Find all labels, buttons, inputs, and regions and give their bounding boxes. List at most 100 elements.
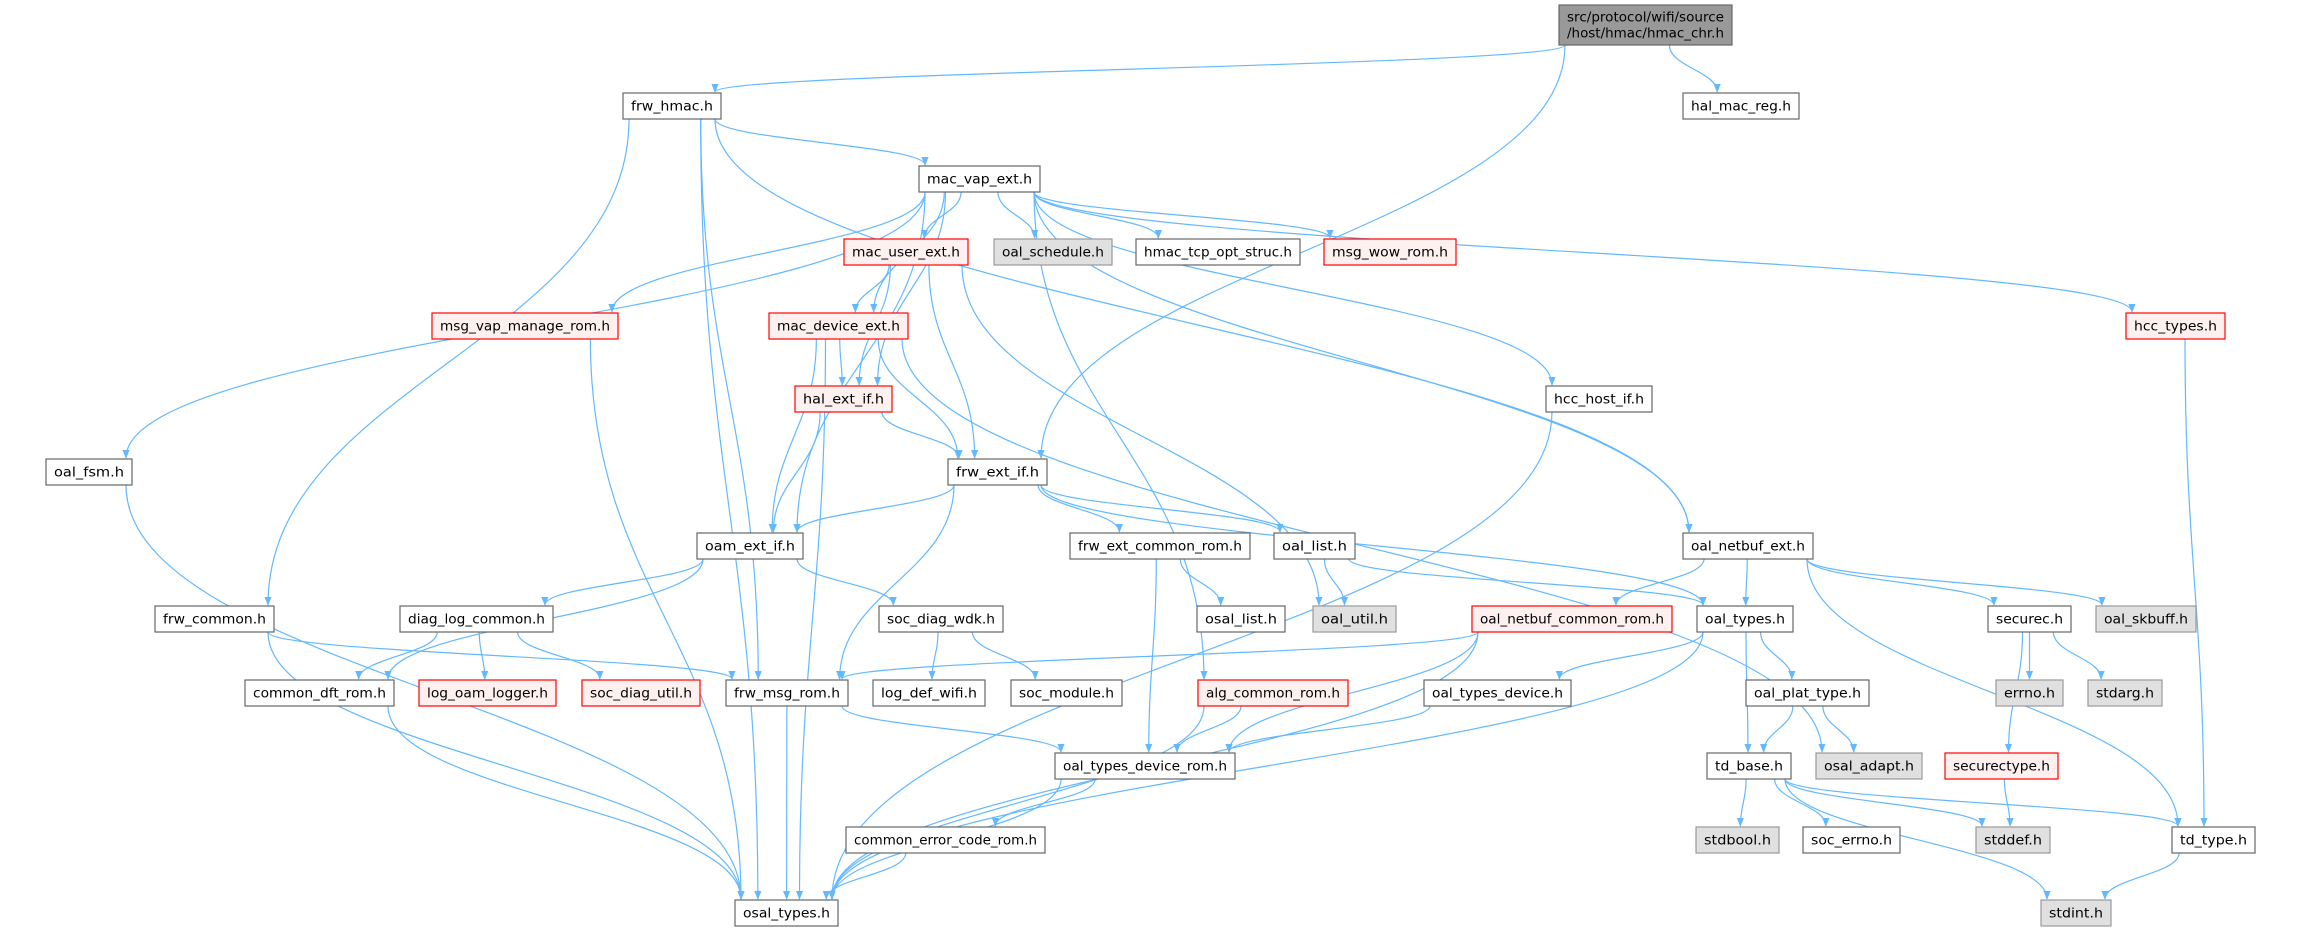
- node-mac-user-ext[interactable]: mac_user_ext.h: [843, 238, 969, 266]
- node-hal-mac-reg[interactable]: hal_mac_reg.h: [1682, 92, 1800, 120]
- node-label: alg_common_rom.h: [1206, 687, 1340, 702]
- node-box: [2171, 826, 2256, 854]
- node-frw-hmac[interactable]: frw_hmac.h: [622, 92, 722, 120]
- node-common-error-code-rom[interactable]: common_error_code_rom.h: [845, 826, 1046, 854]
- node-frw-ext-common-rom[interactable]: frw_ext_common_rom.h: [1069, 532, 1251, 560]
- node-box: [878, 605, 1004, 633]
- node-common-dft-rom[interactable]: common_dft_rom.h: [244, 679, 395, 707]
- node-label: td_base.h: [1715, 760, 1783, 775]
- node-hcc-types[interactable]: hcc_types.h: [2125, 312, 2226, 340]
- node-stdbool[interactable]: stdbool.h: [1695, 826, 1780, 854]
- node-errno[interactable]: errno.h: [1995, 679, 2064, 707]
- edge-frw_common-to-frw_msg_rom: [267, 631, 736, 680]
- node-osal-types[interactable]: osal_types.h: [734, 899, 839, 927]
- edge-td_type-to-stdint: [2101, 852, 2180, 900]
- node-label: osal_list.h: [1205, 613, 1277, 628]
- node-label: hal_mac_reg.h: [1691, 100, 1791, 115]
- node-box: [918, 165, 1041, 193]
- node-securectype[interactable]: securectype.h: [1944, 752, 2059, 780]
- node-hal-ext-if[interactable]: hal_ext_if.h: [794, 385, 893, 413]
- node-td-base[interactable]: td_base.h: [1706, 752, 1792, 780]
- node-oal-util[interactable]: oal_util.h: [1312, 605, 1397, 633]
- nodes-layer: src/protocol/wifi/source/host/hmac/hmac_…: [45, 4, 2256, 927]
- node-box: [1745, 679, 1870, 707]
- node-label: osal_adapt.h: [1824, 760, 1914, 775]
- node-box: [399, 605, 554, 633]
- node-oal-list[interactable]: oal_list.h: [1273, 532, 1356, 560]
- edge-oal_netbuf_ext-to-oal_netbuf_common_rom: [1612, 558, 1705, 606]
- node-oal-types-device[interactable]: oal_types_device.h: [1423, 679, 1572, 707]
- node-diag-log-common[interactable]: diag_log_common.h: [399, 605, 554, 633]
- node-box: [843, 238, 969, 266]
- node-oal-skbuff[interactable]: oal_skbuff.h: [2095, 605, 2197, 633]
- node-osal-list[interactable]: osal_list.h: [1196, 605, 1286, 633]
- node-box: [431, 312, 619, 340]
- node-stdarg[interactable]: stdarg.h: [2087, 679, 2163, 707]
- node-oal-netbuf-ext[interactable]: oal_netbuf_ext.h: [1682, 532, 1814, 560]
- node-label: securec.h: [1996, 613, 2063, 628]
- node-label: hcc_host_if.h: [1554, 393, 1644, 408]
- node-box: [2040, 899, 2112, 927]
- node-frw-msg-rom[interactable]: frw_msg_rom.h: [725, 679, 849, 707]
- node-label: /host/hmac/hmac_chr.h: [1567, 27, 1724, 42]
- node-oal-fsm[interactable]: oal_fsm.h: [45, 458, 133, 486]
- edge-soc_diag_wdk-to-log_def_wifi: [928, 631, 939, 680]
- edge-frw_hmac-to-frw_msg_rom: [700, 118, 762, 680]
- node-frw-ext-if[interactable]: frw_ext_if.h: [947, 458, 1048, 486]
- node-box: [1696, 605, 1794, 633]
- node-box: [1682, 532, 1814, 560]
- node-label: hal_ext_if.h: [803, 393, 884, 408]
- node-box: [1944, 752, 2059, 780]
- node-mac-device-ext[interactable]: mac_device_ext.h: [768, 312, 909, 340]
- node-msg-vap-manage-rom[interactable]: msg_vap_manage_rom.h: [431, 312, 619, 340]
- node-oal-schedule[interactable]: oal_schedule.h: [993, 238, 1113, 266]
- node-box: [1197, 679, 1349, 707]
- node-mac-vap-ext[interactable]: mac_vap_ext.h: [918, 165, 1041, 193]
- edge-common_error_code_rom-to-osal_types: [822, 852, 907, 900]
- node-hmac-tcp-opt-struc[interactable]: hmac_tcp_opt_struc.h: [1135, 238, 1301, 266]
- node-stddef[interactable]: stddef.h: [1975, 826, 2051, 854]
- edge-frw_ext_if-to-oal_list: [1040, 484, 1284, 533]
- node-oam-ext-if[interactable]: oam_ext_if.h: [696, 532, 804, 560]
- node-soc-module[interactable]: soc_module.h: [1010, 679, 1123, 707]
- node-label: securectype.h: [1953, 760, 2050, 775]
- node-soc-diag-util[interactable]: soc_diag_util.h: [581, 679, 701, 707]
- node-box: [1135, 238, 1301, 266]
- node-stdint[interactable]: stdint.h: [2040, 899, 2112, 927]
- node-box: [2087, 679, 2163, 707]
- edge-td_base-to-stddef: [1784, 778, 1986, 827]
- node-label: oal_schedule.h: [1002, 246, 1104, 261]
- node-oal-types[interactable]: oal_types.h: [1696, 605, 1794, 633]
- node-label: errno.h: [2004, 687, 2055, 702]
- edge-alg_common_rom-to-oal_types_device_rom: [1173, 705, 1242, 753]
- edge-oal_netbuf_ext-to-oal_skbuff: [1806, 558, 2106, 606]
- node-box: [1815, 752, 1923, 780]
- node-label: oal_fsm.h: [54, 466, 124, 481]
- node-hcc-host-if[interactable]: hcc_host_if.h: [1545, 385, 1653, 413]
- node-soc-diag-wdk[interactable]: soc_diag_wdk.h: [878, 605, 1004, 633]
- node-log-def-wifi[interactable]: log_def_wifi.h: [872, 679, 986, 707]
- edge-oal_netbuf_common_rom-to-oal_types_device_rom: [1225, 631, 1479, 753]
- edge-mac_vap_ext-to-hcc_types: [1033, 191, 2136, 313]
- node-box: [696, 532, 804, 560]
- node-frw-common[interactable]: frw_common.h: [154, 605, 275, 633]
- node-oal-types-device-rom[interactable]: oal_types_device_rom.h: [1054, 752, 1236, 780]
- node-label: frw_msg_rom.h: [734, 687, 840, 702]
- node-root[interactable]: src/protocol/wifi/source/host/hmac/hmac_…: [1558, 4, 1733, 46]
- node-securec[interactable]: securec.h: [1987, 605, 2072, 633]
- node-alg-common-rom[interactable]: alg_common_rom.h: [1197, 679, 1349, 707]
- node-log-oam-logger[interactable]: log_oam_logger.h: [418, 679, 557, 707]
- node-msg-wow-rom[interactable]: msg_wow_rom.h: [1323, 238, 1457, 266]
- edge-oal_netbuf_ext-to-oal_types: [1742, 558, 1750, 606]
- node-label: mac_device_ext.h: [777, 320, 900, 335]
- node-td-type[interactable]: td_type.h: [2171, 826, 2256, 854]
- edge-oal_plat_type-to-osal_adapt: [1822, 705, 1858, 753]
- edge-oal_types-to-oal_plat_type: [1760, 631, 1796, 680]
- edge-msg_vap_manage_rom-to-osal_types: [589, 338, 745, 900]
- node-label: stdarg.h: [2096, 687, 2154, 702]
- node-box: [581, 679, 701, 707]
- node-osal-adapt[interactable]: osal_adapt.h: [1815, 752, 1923, 780]
- node-oal-netbuf-common-rom[interactable]: oal_netbuf_common_rom.h: [1471, 605, 1673, 633]
- node-soc-errno[interactable]: soc_errno.h: [1802, 826, 1901, 854]
- node-oal-plat-type[interactable]: oal_plat_type.h: [1745, 679, 1870, 707]
